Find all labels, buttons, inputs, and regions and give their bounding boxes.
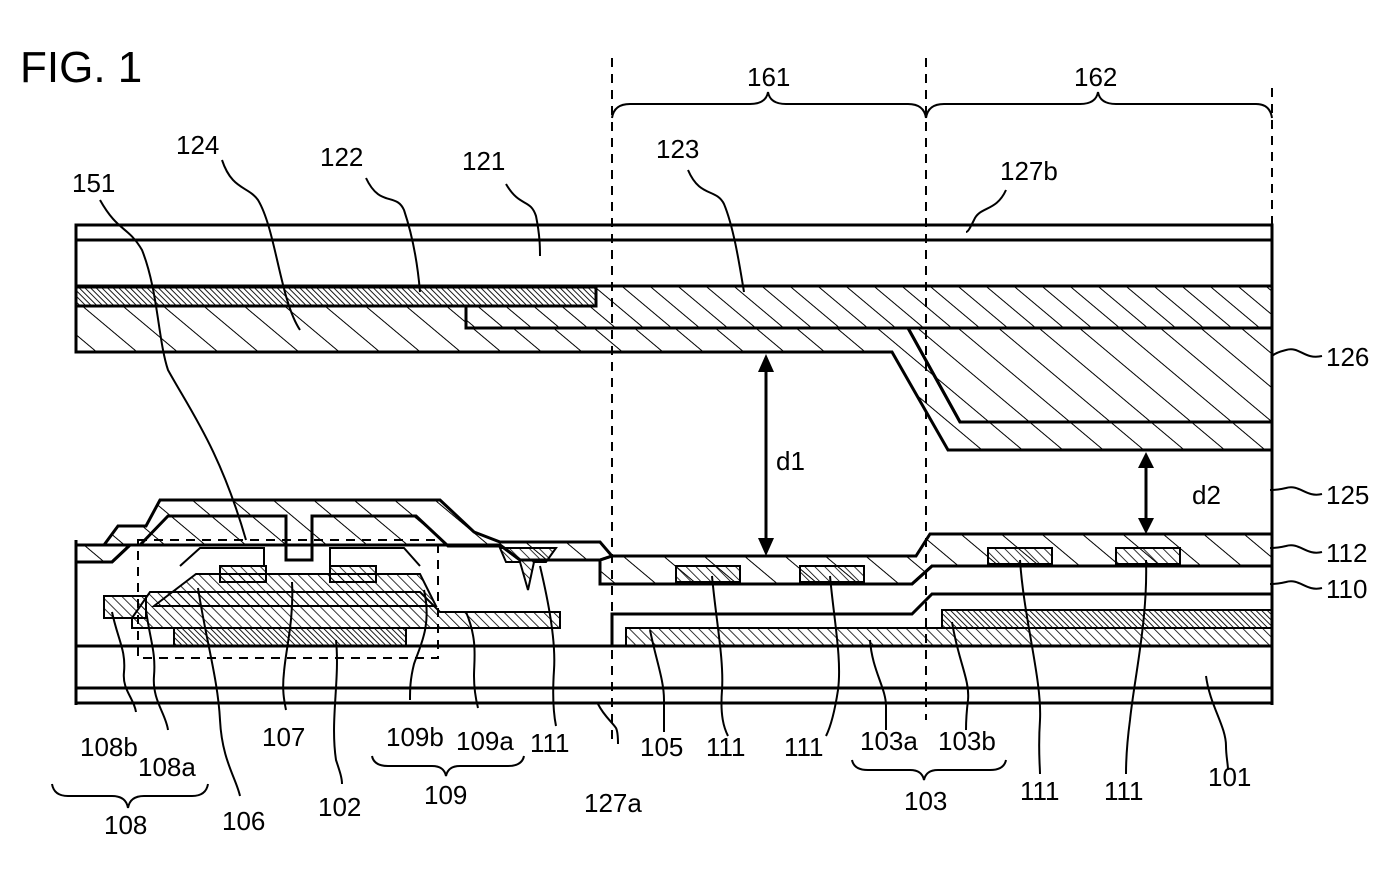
label-151: 151 (72, 168, 115, 198)
label-101: 101 (1208, 762, 1251, 792)
label-d1: d1 (776, 446, 805, 476)
bracket-162 (926, 92, 1272, 118)
tft-upper-electrodes (180, 548, 420, 566)
label-123: 123 (656, 134, 699, 164)
leader-151 (100, 200, 246, 540)
label-122: 122 (320, 142, 363, 172)
label-103: 103 (904, 786, 947, 816)
brace-108 (52, 784, 208, 808)
label-127b: 127b (1000, 156, 1058, 186)
bracket-161 (612, 92, 926, 118)
electrode-111-d (1116, 548, 1180, 564)
electrode-111-b (800, 566, 864, 582)
label-103b: 103b (938, 726, 996, 756)
leader-102 (334, 640, 342, 784)
leader-111-b (712, 576, 728, 736)
label-109b: 109b (386, 722, 444, 752)
leader-111-c (826, 576, 839, 736)
label-111-e: 111 (1104, 776, 1144, 806)
label-110: 110 (1326, 574, 1367, 604)
leader-122 (366, 178, 420, 292)
leader-112 (1270, 545, 1322, 552)
contact-111-via (500, 548, 556, 590)
label-111-b: 111 (706, 732, 746, 762)
label-d2: d2 (1192, 480, 1221, 510)
layer-127a (76, 688, 1272, 703)
brace-103 (852, 760, 1006, 780)
label-161: 161 (747, 62, 790, 92)
tft-source-contact (220, 566, 266, 582)
label-111-c: 111 (784, 732, 824, 762)
label-124: 124 (176, 130, 219, 160)
label-121: 121 (462, 146, 505, 176)
figure-title: FIG. 1 (20, 43, 142, 92)
layer-103b (942, 610, 1272, 628)
leader-101 (1206, 676, 1228, 770)
label-162: 162 (1074, 62, 1117, 92)
leader-111-e (1126, 560, 1146, 774)
layer-101 (76, 646, 1272, 688)
layer-126 (908, 328, 1272, 422)
label-111-d: 111 (1020, 776, 1060, 806)
leader-126 (1272, 349, 1322, 356)
leader-125 (1270, 487, 1322, 494)
label-108: 108 (104, 810, 147, 840)
label-108a: 108a (138, 752, 196, 782)
label-109a: 109a (456, 726, 514, 756)
label-126: 126 (1326, 342, 1369, 372)
leader-110 (1270, 581, 1322, 588)
label-106: 106 (222, 806, 265, 836)
leader-123 (688, 170, 744, 292)
tft-drain-contact (330, 566, 376, 582)
layer-103a (626, 628, 1272, 646)
label-111-a: 111 (530, 728, 570, 758)
brace-109 (372, 756, 524, 776)
leader-103a (870, 640, 886, 730)
label-108b: 108b (80, 732, 138, 762)
label-107: 107 (262, 722, 305, 752)
tft-semiconductor-106 (154, 574, 436, 606)
leader-127a (598, 704, 618, 744)
leader-121 (506, 184, 540, 256)
label-103a: 103a (860, 726, 918, 756)
label-127a: 127a (584, 788, 642, 818)
layer-121 (76, 240, 1272, 286)
electrode-111-a (676, 566, 740, 582)
label-105: 105 (640, 732, 683, 762)
label-125: 125 (1326, 480, 1369, 510)
layer-127b (76, 225, 1272, 240)
leader-111-d (1020, 560, 1040, 774)
label-109: 109 (424, 780, 467, 810)
label-112: 112 (1326, 538, 1367, 568)
label-102: 102 (318, 792, 361, 822)
